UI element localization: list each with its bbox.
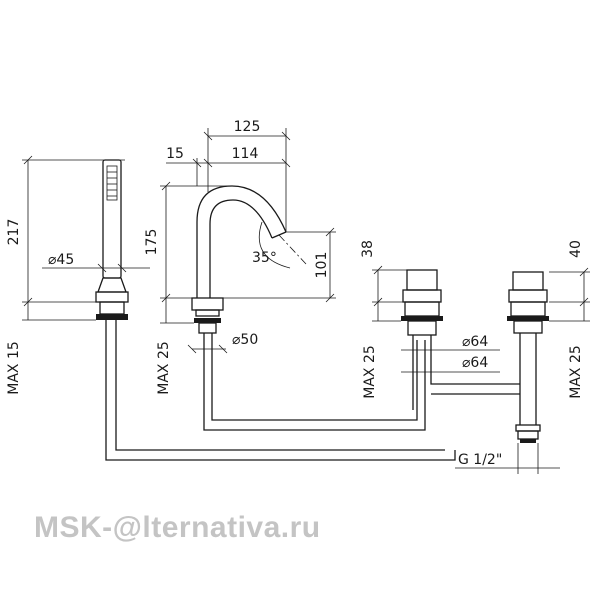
watermark-logo: MSK-@lternativa.ru [34,498,321,558]
spout [191,185,426,431]
dimensions: 217 ⌀45 MAX 15 125 15 114 175 35° 101 MA… [6,119,590,474]
dim-38: 38 [360,240,376,258]
dim-max-25-mid: MAX 25 [362,345,378,399]
dim-217: 217 [6,219,22,246]
dim-dia-50: ⌀50 [232,332,258,348]
dim-15: 15 [166,146,184,162]
dim-175: 175 [144,229,160,256]
dim-max-15: MAX 15 [6,341,22,395]
dim-thread-g12: G 1/2" [458,452,502,468]
dim-dia-64-bottom: ⌀64 [462,355,488,371]
dim-dia-64-top: ⌀64 [462,334,488,350]
dim-max-25-left: MAX 25 [156,341,172,395]
dim-114: 114 [232,146,259,162]
dim-dia-45: ⌀45 [48,252,74,268]
connecting-pipe [412,350,520,410]
dim-101: 101 [314,252,330,279]
dim-40: 40 [568,240,584,258]
valve-handle-right [507,271,549,443]
logo-text: MSK-@lternativa.ru [34,511,321,544]
dim-125: 125 [234,119,261,135]
dim-max-25-right: MAX 25 [568,345,584,399]
valve-handle-left [401,269,443,350]
dim-35-deg: 35° [252,250,277,266]
hand-shower [95,159,456,461]
